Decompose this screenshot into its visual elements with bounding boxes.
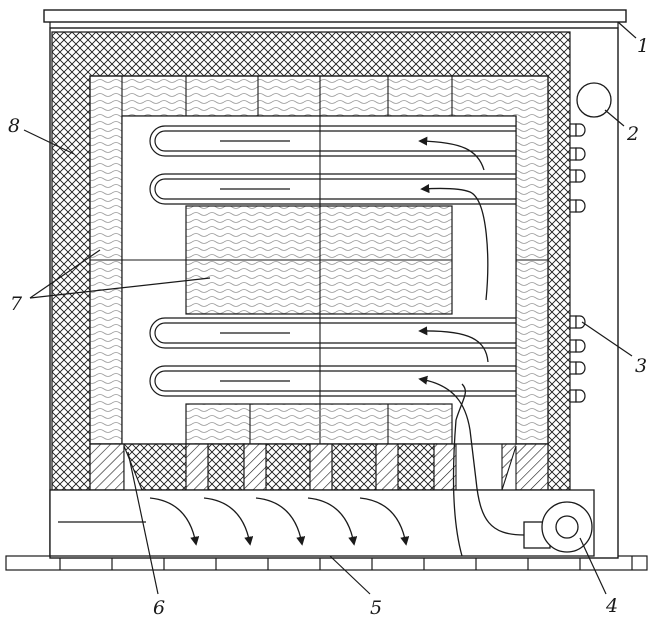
label-4: 4 bbox=[605, 595, 618, 617]
hearth-blocks bbox=[89, 443, 549, 491]
air-flow-arrows bbox=[149, 497, 410, 546]
terminal-cap bbox=[575, 389, 586, 403]
leader-lines bbox=[23, 21, 637, 595]
terminal-stem bbox=[569, 169, 577, 183]
terminal-cap bbox=[575, 123, 586, 137]
fan bbox=[523, 501, 593, 553]
coil-loop-inner bbox=[154, 370, 516, 392]
coil-loop bbox=[149, 317, 516, 349]
label-3: 3 bbox=[635, 355, 647, 377]
circulation-path bbox=[418, 136, 525, 557]
terminal-cap bbox=[575, 147, 586, 161]
terminal-cap bbox=[575, 199, 586, 213]
label-6: 6 bbox=[153, 597, 165, 619]
hearth-block bbox=[433, 443, 457, 491]
label-1: 1 bbox=[637, 35, 649, 57]
label-8: 8 bbox=[8, 115, 20, 137]
coil-loop bbox=[149, 173, 516, 205]
terminal-stem bbox=[569, 339, 577, 353]
flow-arrow bbox=[149, 497, 200, 546]
hearth-block bbox=[331, 443, 377, 491]
terminal-stem bbox=[569, 361, 577, 375]
hearth-block bbox=[309, 443, 333, 491]
hearth-block bbox=[207, 443, 245, 491]
label-7: 7 bbox=[10, 293, 23, 315]
hearth-block bbox=[265, 443, 311, 491]
terminal-stem bbox=[569, 123, 577, 137]
terminals bbox=[569, 123, 586, 403]
hearth-block bbox=[243, 443, 267, 491]
hearth-block bbox=[185, 443, 209, 491]
bottom-blocks bbox=[185, 403, 453, 445]
gauge bbox=[576, 82, 612, 118]
flow-arrow bbox=[307, 497, 358, 546]
coil-loop-inner bbox=[154, 130, 516, 152]
terminal-stem bbox=[569, 315, 577, 329]
flow-arrow bbox=[255, 497, 306, 546]
lining-joints bbox=[90, 76, 548, 261]
terminal-stem bbox=[569, 147, 577, 161]
hearth-block bbox=[397, 443, 435, 491]
heating-coils bbox=[149, 125, 516, 397]
hearth-block bbox=[89, 443, 125, 491]
flow-arrow bbox=[203, 497, 254, 546]
terminal-cap bbox=[575, 169, 586, 183]
coil-loop bbox=[149, 365, 516, 397]
terminal-stem bbox=[569, 389, 577, 403]
terminal-stem bbox=[569, 199, 577, 213]
label-2: 2 bbox=[626, 123, 639, 145]
hearth-block bbox=[375, 443, 399, 491]
coil-loop-inner bbox=[154, 178, 516, 200]
label-5: 5 bbox=[370, 597, 382, 619]
terminal-cap bbox=[575, 339, 586, 353]
terminal-cap bbox=[575, 315, 586, 329]
coil-loop-inner bbox=[154, 322, 516, 344]
terminal-cap bbox=[575, 361, 586, 375]
coil-loop bbox=[149, 125, 516, 157]
air-duct bbox=[49, 489, 595, 557]
cover-plate bbox=[43, 9, 627, 23]
flow-arrow bbox=[359, 497, 410, 546]
